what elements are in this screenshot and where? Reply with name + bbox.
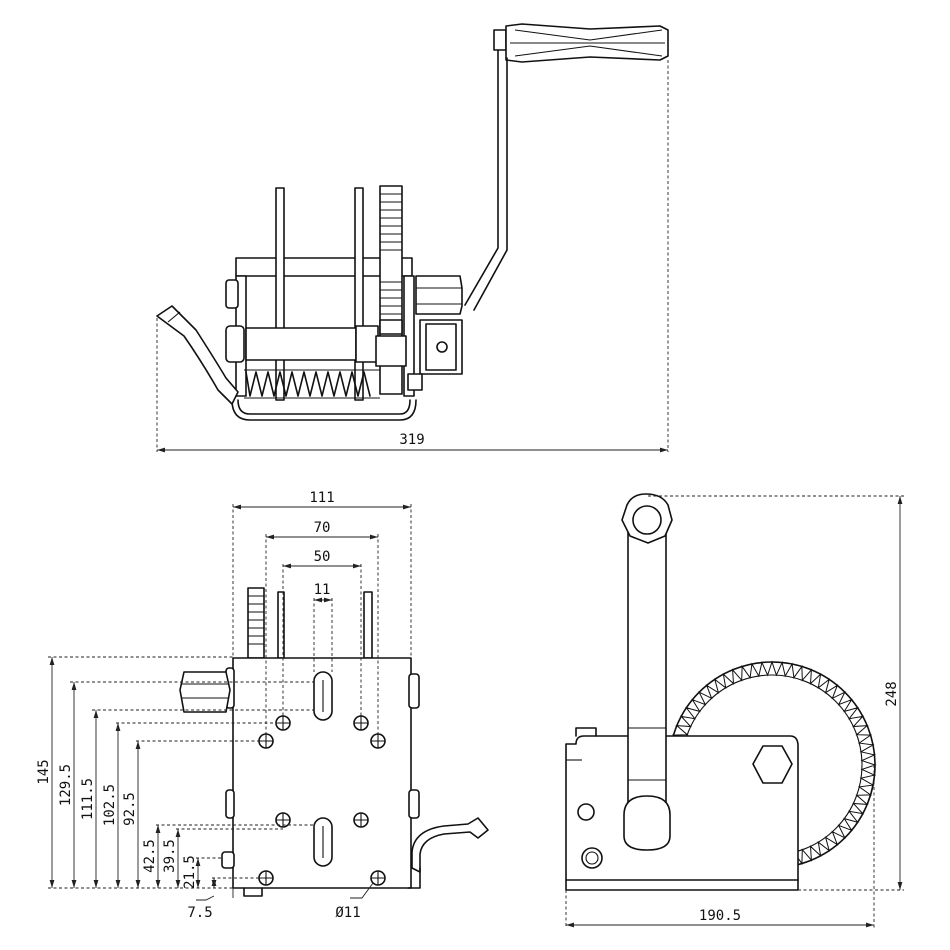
slot-upper (313, 671, 333, 721)
dim-side-width: 190.5 (699, 908, 741, 924)
dim-level-102-5: 102.5 (102, 784, 118, 826)
hex-nut-front (179, 671, 231, 713)
dimension-labels: 319 111 70 50 11 145 129.5 111.5 102.5 9… (36, 432, 900, 924)
release-lever-front (411, 817, 489, 873)
crank-arm-side (627, 511, 667, 845)
dim-offset-7-5: 7.5 (187, 905, 212, 921)
dim-level-92-5: 92.5 (122, 792, 138, 826)
dim-level-21-5: 21.5 (182, 855, 198, 889)
dim-slot-width: 11 (314, 582, 331, 598)
dim-hole-diameter: Ø11 (335, 905, 360, 921)
dim-front-height: 145 (36, 759, 52, 784)
top-view (156, 23, 669, 421)
hex-bolt-side (752, 745, 793, 784)
crank-arm (464, 49, 499, 306)
dim-level-39-5: 39.5 (162, 839, 178, 873)
dim-level-129-5: 129.5 (58, 764, 74, 806)
dim-level-111-5: 111.5 (80, 778, 96, 820)
base-plate-side (565, 735, 799, 881)
dim-level-42-5: 42.5 (142, 839, 158, 873)
dim-hole-span-inner: 50 (314, 549, 331, 565)
release-lever-top (156, 305, 239, 405)
winch-body-front (232, 657, 412, 889)
front-view (179, 587, 489, 897)
dim-front-width: 111 (309, 490, 334, 506)
slot-lower (313, 817, 333, 867)
side-view (565, 493, 877, 891)
crank-knob-side (621, 493, 673, 544)
gear-front (247, 587, 265, 659)
winch-frame-top (225, 185, 463, 421)
dimension-lines (48, 60, 904, 928)
crank-grip (493, 23, 669, 63)
dim-hole-span-outer: 70 (314, 520, 331, 536)
dim-side-height: 248 (884, 681, 900, 706)
dim-top-width: 319 (399, 432, 424, 448)
